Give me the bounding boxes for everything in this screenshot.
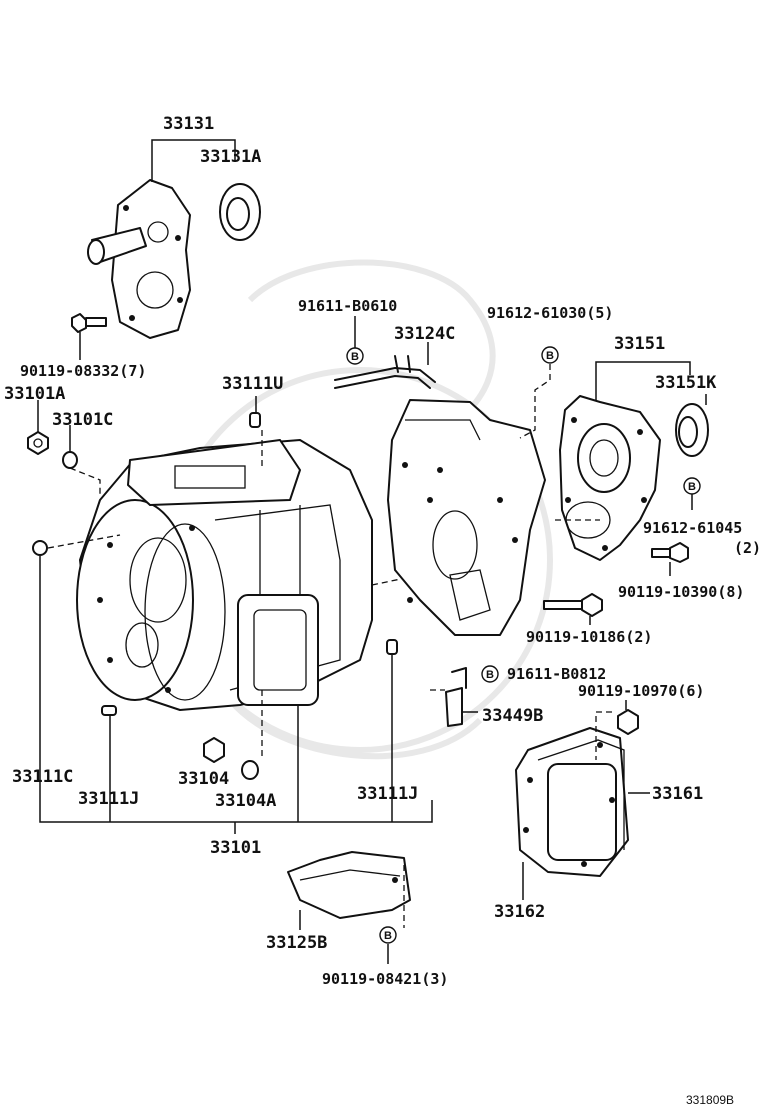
label-91611-b0610[interactable]: 91611-B0610 bbox=[298, 297, 397, 315]
svg-text:B: B bbox=[351, 351, 359, 363]
svg-text:B: B bbox=[486, 669, 494, 681]
label-90119-10186[interactable]: 90119-10186(2) bbox=[526, 628, 652, 646]
label-33131[interactable]: 33131 bbox=[163, 114, 214, 134]
under-cover-part-33125b[interactable] bbox=[287, 851, 411, 919]
label-33111j-left[interactable]: 33111J bbox=[78, 789, 139, 809]
gasket-part-33162[interactable] bbox=[537, 739, 625, 850]
bolt-part-90119-10186[interactable] bbox=[543, 593, 603, 617]
label-33151k[interactable]: 33151K bbox=[655, 373, 717, 393]
nut-part-33101a[interactable] bbox=[27, 431, 49, 455]
bolt-part-90119-08332[interactable] bbox=[71, 313, 107, 333]
b-marker-91611-b0812: B bbox=[481, 665, 499, 683]
washer-part-33104a[interactable] bbox=[241, 760, 259, 780]
adapter-plate-part[interactable] bbox=[387, 399, 546, 636]
label-90119-08332[interactable]: 90119-08332(7) bbox=[20, 362, 146, 380]
label-33151[interactable]: 33151 bbox=[614, 334, 665, 354]
b-marker-91611-b0610: B bbox=[346, 347, 364, 365]
figure-code: 331809B bbox=[686, 1093, 734, 1107]
label-90119-10970[interactable]: 90119-10970(6) bbox=[578, 682, 704, 700]
oil-seal-part-33151k[interactable] bbox=[675, 403, 709, 457]
label-33125b[interactable]: 33125B bbox=[266, 933, 327, 953]
oil-seal-part-33131a[interactable] bbox=[219, 183, 261, 241]
label-33161[interactable]: 33161 bbox=[652, 784, 703, 804]
label-91612-61045[interactable]: 91612-61045 bbox=[643, 519, 742, 537]
washer-part-33101c[interactable] bbox=[62, 451, 78, 469]
label-90119-08421[interactable]: 90119-08421(3) bbox=[322, 970, 448, 988]
label-91611-b0812[interactable]: 91611-B0812 bbox=[507, 665, 606, 683]
b-marker-90119-08421: B bbox=[379, 926, 397, 944]
bolt-part-90119-10390[interactable] bbox=[651, 542, 689, 563]
side-cover-part-33161[interactable] bbox=[515, 727, 629, 877]
label-33131a[interactable]: 33131A bbox=[200, 147, 261, 167]
label-33111j-right[interactable]: 33111J bbox=[357, 784, 418, 804]
label-33101a[interactable]: 33101A bbox=[4, 384, 65, 404]
transmission-case-part[interactable] bbox=[76, 439, 373, 711]
breather-pipe-part-33124c[interactable] bbox=[334, 355, 436, 389]
label-33104a[interactable]: 33104A bbox=[215, 791, 276, 811]
dowel-pin-part-33111j-left[interactable] bbox=[101, 705, 117, 716]
nut-part-33104[interactable] bbox=[203, 737, 225, 763]
svg-text:B: B bbox=[384, 930, 392, 942]
label-90119-10390[interactable]: 90119-10390(8) bbox=[618, 583, 744, 601]
bolt-part-90119-10970[interactable] bbox=[617, 709, 639, 735]
label-33162[interactable]: 33162 bbox=[494, 902, 545, 922]
svg-text:B: B bbox=[688, 481, 696, 493]
extension-housing-part[interactable] bbox=[87, 179, 191, 339]
clip-part-33449b[interactable] bbox=[445, 667, 467, 727]
bearing-retainer-part-33151[interactable] bbox=[559, 395, 661, 561]
dowel-pin-part-33111u[interactable] bbox=[249, 412, 261, 428]
dowel-pin-part-33111j-right[interactable] bbox=[386, 639, 398, 655]
b-marker-91612-61030: B bbox=[541, 346, 559, 364]
b-marker-91612-61045: B bbox=[683, 477, 701, 495]
label-91612-61030[interactable]: 91612-61030(5) bbox=[487, 304, 613, 322]
label-33111u[interactable]: 33111U bbox=[222, 374, 283, 394]
label-33101c[interactable]: 33101C bbox=[52, 410, 113, 430]
dowel-pin-part-33111c[interactable] bbox=[32, 540, 48, 556]
label-33124c[interactable]: 33124C bbox=[394, 324, 455, 344]
label-33111c[interactable]: 33111C bbox=[12, 767, 73, 787]
label-33101[interactable]: 33101 bbox=[210, 838, 261, 858]
label-91612-61045-qty: (2) bbox=[734, 539, 760, 557]
svg-text:B: B bbox=[546, 350, 554, 362]
label-33449b[interactable]: 33449B bbox=[482, 706, 543, 726]
label-33104[interactable]: 33104 bbox=[178, 769, 229, 789]
